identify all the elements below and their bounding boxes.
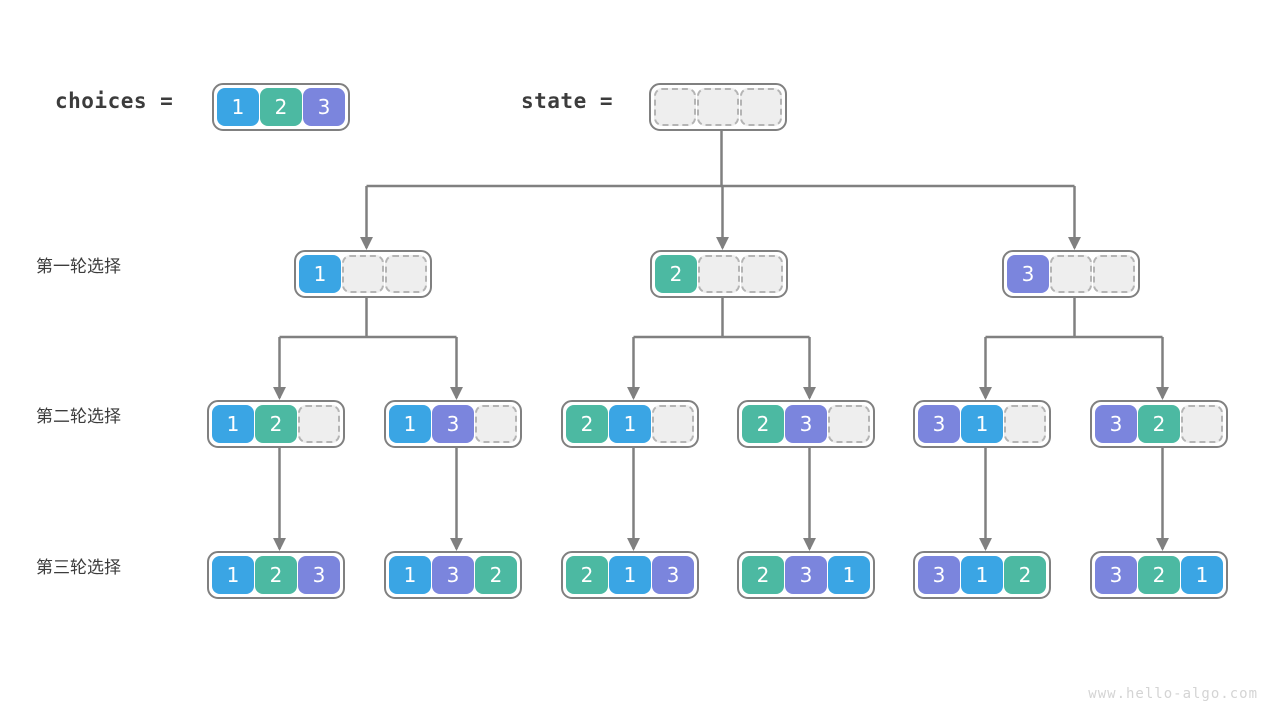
level2-4-cell-0: 3: [918, 405, 960, 443]
level1-2-cell-0: 3: [1007, 255, 1049, 293]
level1-0-cell-1: [342, 255, 384, 293]
level3-5-cell-2: 1: [1181, 556, 1223, 594]
row-caption-round-3: 第三轮选择: [36, 558, 121, 578]
state-cell-1: [697, 88, 739, 126]
level2-0-cell-2: [298, 405, 340, 443]
level3-5-cell-0: 3: [1095, 556, 1137, 594]
level1-node-0: 1: [294, 250, 432, 298]
row-caption-round-1: 第一轮选择: [36, 257, 121, 277]
choices-cell-0: 1: [217, 88, 259, 126]
state-cell-2: [740, 88, 782, 126]
level2-1-cell-2: [475, 405, 517, 443]
level2-5-cell-0: 3: [1095, 405, 1137, 443]
level3-3-cell-2: 1: [828, 556, 870, 594]
level2-0-cell-1: 2: [255, 405, 297, 443]
level2-1-cell-0: 1: [389, 405, 431, 443]
level2-5-cell-1: 2: [1138, 405, 1180, 443]
level3-4-cell-2: 2: [1004, 556, 1046, 594]
level3-5-cell-1: 2: [1138, 556, 1180, 594]
level3-4-cell-0: 3: [918, 556, 960, 594]
level3-1-cell-2: 2: [475, 556, 517, 594]
level1-node-2: 3: [1002, 250, 1140, 298]
level3-1-cell-0: 1: [389, 556, 431, 594]
level1-0-cell-2: [385, 255, 427, 293]
level3-0-cell-2: 3: [298, 556, 340, 594]
level2-0-cell-0: 1: [212, 405, 254, 443]
level2-1-cell-1: 3: [432, 405, 474, 443]
level1-1-cell-1: [698, 255, 740, 293]
level2-3-cell-2: [828, 405, 870, 443]
level2-4-cell-2: [1004, 405, 1046, 443]
level1-0-cell-0: 1: [299, 255, 341, 293]
level1-1-cell-0: 2: [655, 255, 697, 293]
level2-4-cell-1: 1: [961, 405, 1003, 443]
level3-1-cell-1: 3: [432, 556, 474, 594]
watermark: www.hello-algo.com: [1088, 686, 1258, 702]
level2-2-cell-0: 2: [566, 405, 608, 443]
level2-2-cell-2: [652, 405, 694, 443]
level2-2-cell-1: 1: [609, 405, 651, 443]
level3-0-cell-0: 1: [212, 556, 254, 594]
level1-2-cell-2: [1093, 255, 1135, 293]
choices-cell-2: 3: [303, 88, 345, 126]
choices-cell-1: 2: [260, 88, 302, 126]
level3-2-cell-2: 3: [652, 556, 694, 594]
state-label: state =: [521, 89, 614, 113]
level2-5-cell-2: [1181, 405, 1223, 443]
level3-4-cell-1: 1: [961, 556, 1003, 594]
level2-3-cell-1: 3: [785, 405, 827, 443]
state-array-node: [649, 83, 787, 131]
level3-2-cell-1: 1: [609, 556, 651, 594]
state-cell-0: [654, 88, 696, 126]
level3-3-cell-0: 2: [742, 556, 784, 594]
level1-node-1: 2: [650, 250, 788, 298]
level3-3-cell-1: 3: [785, 556, 827, 594]
choices-label: choices =: [55, 89, 174, 113]
level1-2-cell-1: [1050, 255, 1092, 293]
level3-0-cell-1: 2: [255, 556, 297, 594]
level1-1-cell-2: [741, 255, 783, 293]
row-caption-round-2: 第二轮选择: [36, 407, 121, 427]
level3-2-cell-0: 2: [566, 556, 608, 594]
level2-3-cell-0: 2: [742, 405, 784, 443]
